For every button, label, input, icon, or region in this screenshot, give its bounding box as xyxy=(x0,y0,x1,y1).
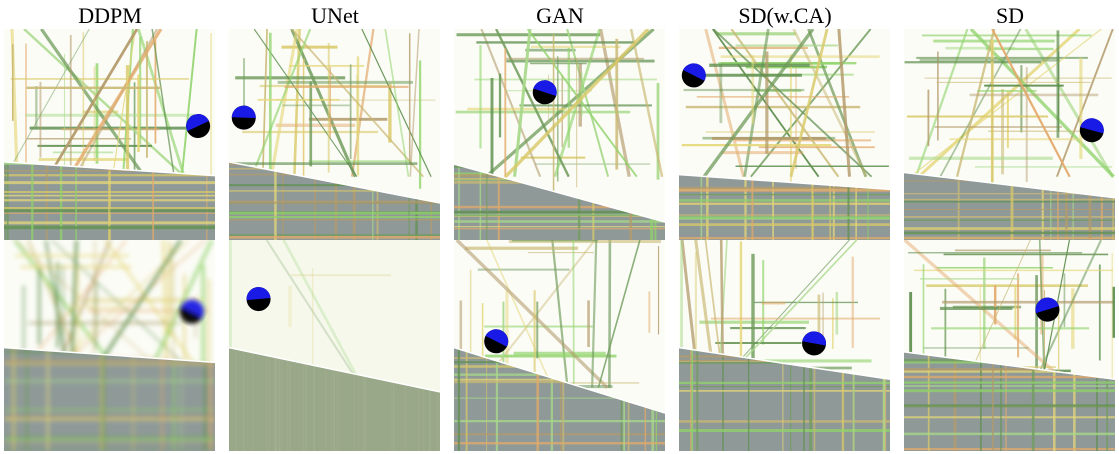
ground-slope xyxy=(679,347,890,451)
ball xyxy=(681,63,706,88)
sample-image-gan-row2 xyxy=(454,240,665,451)
sample-image-unet-row1 xyxy=(229,29,440,240)
sample-image-ddpm-row2 xyxy=(4,240,215,451)
ball xyxy=(532,80,557,105)
ground-lines xyxy=(904,172,1115,240)
ground-slope xyxy=(454,347,665,451)
sample-image-sd-wca-row2 xyxy=(679,240,890,451)
column-title-gan: GAN xyxy=(536,3,584,28)
sample-image-ddpm-row1 xyxy=(4,29,215,240)
background-lines xyxy=(4,29,212,195)
background-lines xyxy=(681,29,889,191)
sample-image-gan-row1 xyxy=(454,29,665,240)
ball xyxy=(484,329,509,354)
background-lines xyxy=(904,29,1115,195)
ground-lines xyxy=(4,347,215,451)
ball xyxy=(186,114,211,139)
sample-image-unet-row2 xyxy=(229,240,440,451)
background-lines xyxy=(229,29,436,189)
sample-image-sd-wca-row1 xyxy=(679,29,890,240)
column-header-row: DDPM UNet GAN SD(w.CA) SD xyxy=(0,0,1119,32)
ground-lines xyxy=(235,347,440,451)
ball xyxy=(231,105,256,130)
ground-lines xyxy=(679,174,890,240)
column-title-unet: UNet xyxy=(311,3,359,28)
ball xyxy=(246,287,271,312)
column-title-sd-wca: SD(w.CA) xyxy=(738,3,832,28)
background-lines xyxy=(904,240,1115,408)
ground-slope xyxy=(229,347,440,451)
ball xyxy=(179,299,204,324)
ball xyxy=(1035,297,1060,322)
sample-image-sd-row2 xyxy=(904,240,1115,451)
ground-lines xyxy=(4,161,215,240)
ground-lines xyxy=(679,347,890,451)
sample-image-sd-row1 xyxy=(904,29,1115,240)
ball xyxy=(802,331,827,356)
column-title-sd: SD xyxy=(995,3,1025,28)
ground-slope xyxy=(904,172,1115,240)
column-title-ddpm: DDPM xyxy=(78,3,142,28)
background-lines xyxy=(455,29,664,196)
ball xyxy=(1079,118,1104,143)
